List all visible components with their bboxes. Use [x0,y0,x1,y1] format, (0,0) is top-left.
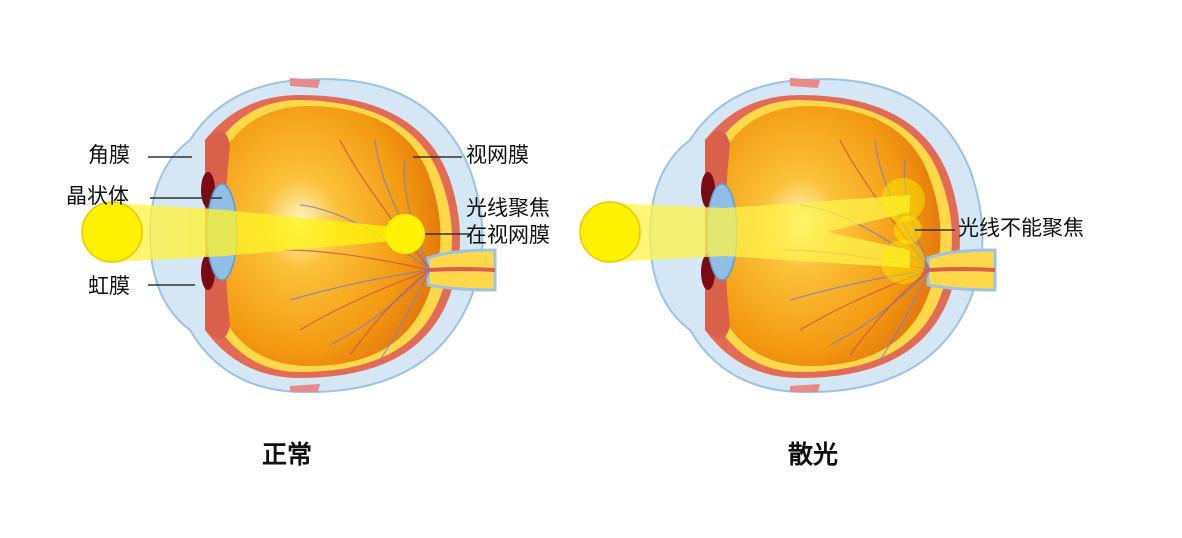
label-focus-line1: 光线聚焦 [466,196,550,220]
astigmatism-blur-upper [881,178,925,222]
label-lens: 晶状体 [66,184,129,208]
normal-leader-lines [148,156,470,286]
astigmatism-light-beam [610,195,910,268]
label-cornea: 角膜 [88,143,130,167]
label-retina: 视网膜 [466,143,529,167]
astigmatism-light-source [579,201,641,263]
normal-focal-point [385,214,425,254]
label-no-focus: 光线不能聚焦 [958,216,1084,240]
caption-normal: 正常 [262,440,313,469]
normal-light-source [81,201,143,263]
normal-light-beam [112,203,405,262]
astigmatism-blur-lower [881,240,925,284]
caption-astigmatism: 散光 [788,440,839,469]
label-iris: 虹膜 [88,274,130,298]
label-focus-line2: 在视网膜 [466,223,550,247]
astigmatism-blur-center [894,216,922,244]
